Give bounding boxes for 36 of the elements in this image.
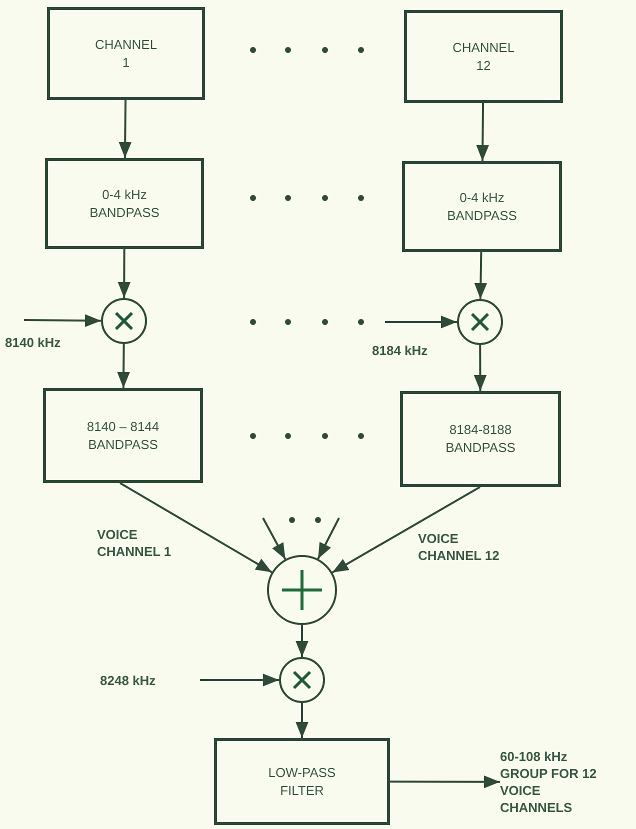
arrow — [24, 314, 102, 327]
box-label: 8184-8188 BANDPASS — [444, 421, 516, 457]
box-label: CHANNEL 12 — [451, 38, 516, 74]
arrow — [118, 249, 131, 298]
edge-label: 8184 kHz — [372, 342, 429, 359]
process-box — [214, 738, 390, 825]
edge-label: 8140 kHz — [5, 334, 62, 351]
arrow — [200, 674, 279, 686]
arrow — [117, 344, 130, 388]
arrow — [385, 316, 457, 328]
arrow — [474, 252, 488, 300]
arrow — [296, 625, 308, 657]
box-label: 8140 – 8144 BANDPASS — [86, 418, 160, 454]
edge-label: VOICE CHANNEL 12 — [418, 530, 500, 564]
arrow — [118, 100, 132, 158]
arrow — [262, 518, 286, 560]
box-label: 0-4 kHz BANDPASS — [88, 186, 160, 222]
arrow — [317, 518, 340, 560]
arrow — [474, 345, 487, 391]
box-label: LOW-PASS FILTER — [267, 764, 337, 800]
box-label: 0-4 kHz BANDPASS — [446, 188, 518, 224]
signal-label: 8248 kHz — [100, 672, 157, 688]
process-box — [400, 391, 561, 487]
arrow — [390, 775, 500, 788]
arrow — [476, 102, 490, 162]
signal-label: 60-108 kHz GROUP FOR 12 VOICE CHANNELS — [500, 748, 598, 816]
process-box — [45, 158, 204, 249]
arrow — [296, 703, 308, 738]
arrow — [332, 486, 480, 574]
edge-label: VOICE CHANNEL 1 — [97, 526, 172, 560]
process-box — [402, 161, 562, 252]
arrow — [120, 482, 272, 574]
process-box — [47, 7, 205, 100]
box-label: CHANNEL 1 — [94, 36, 158, 72]
process-box — [404, 10, 563, 103]
process-box — [43, 388, 203, 483]
